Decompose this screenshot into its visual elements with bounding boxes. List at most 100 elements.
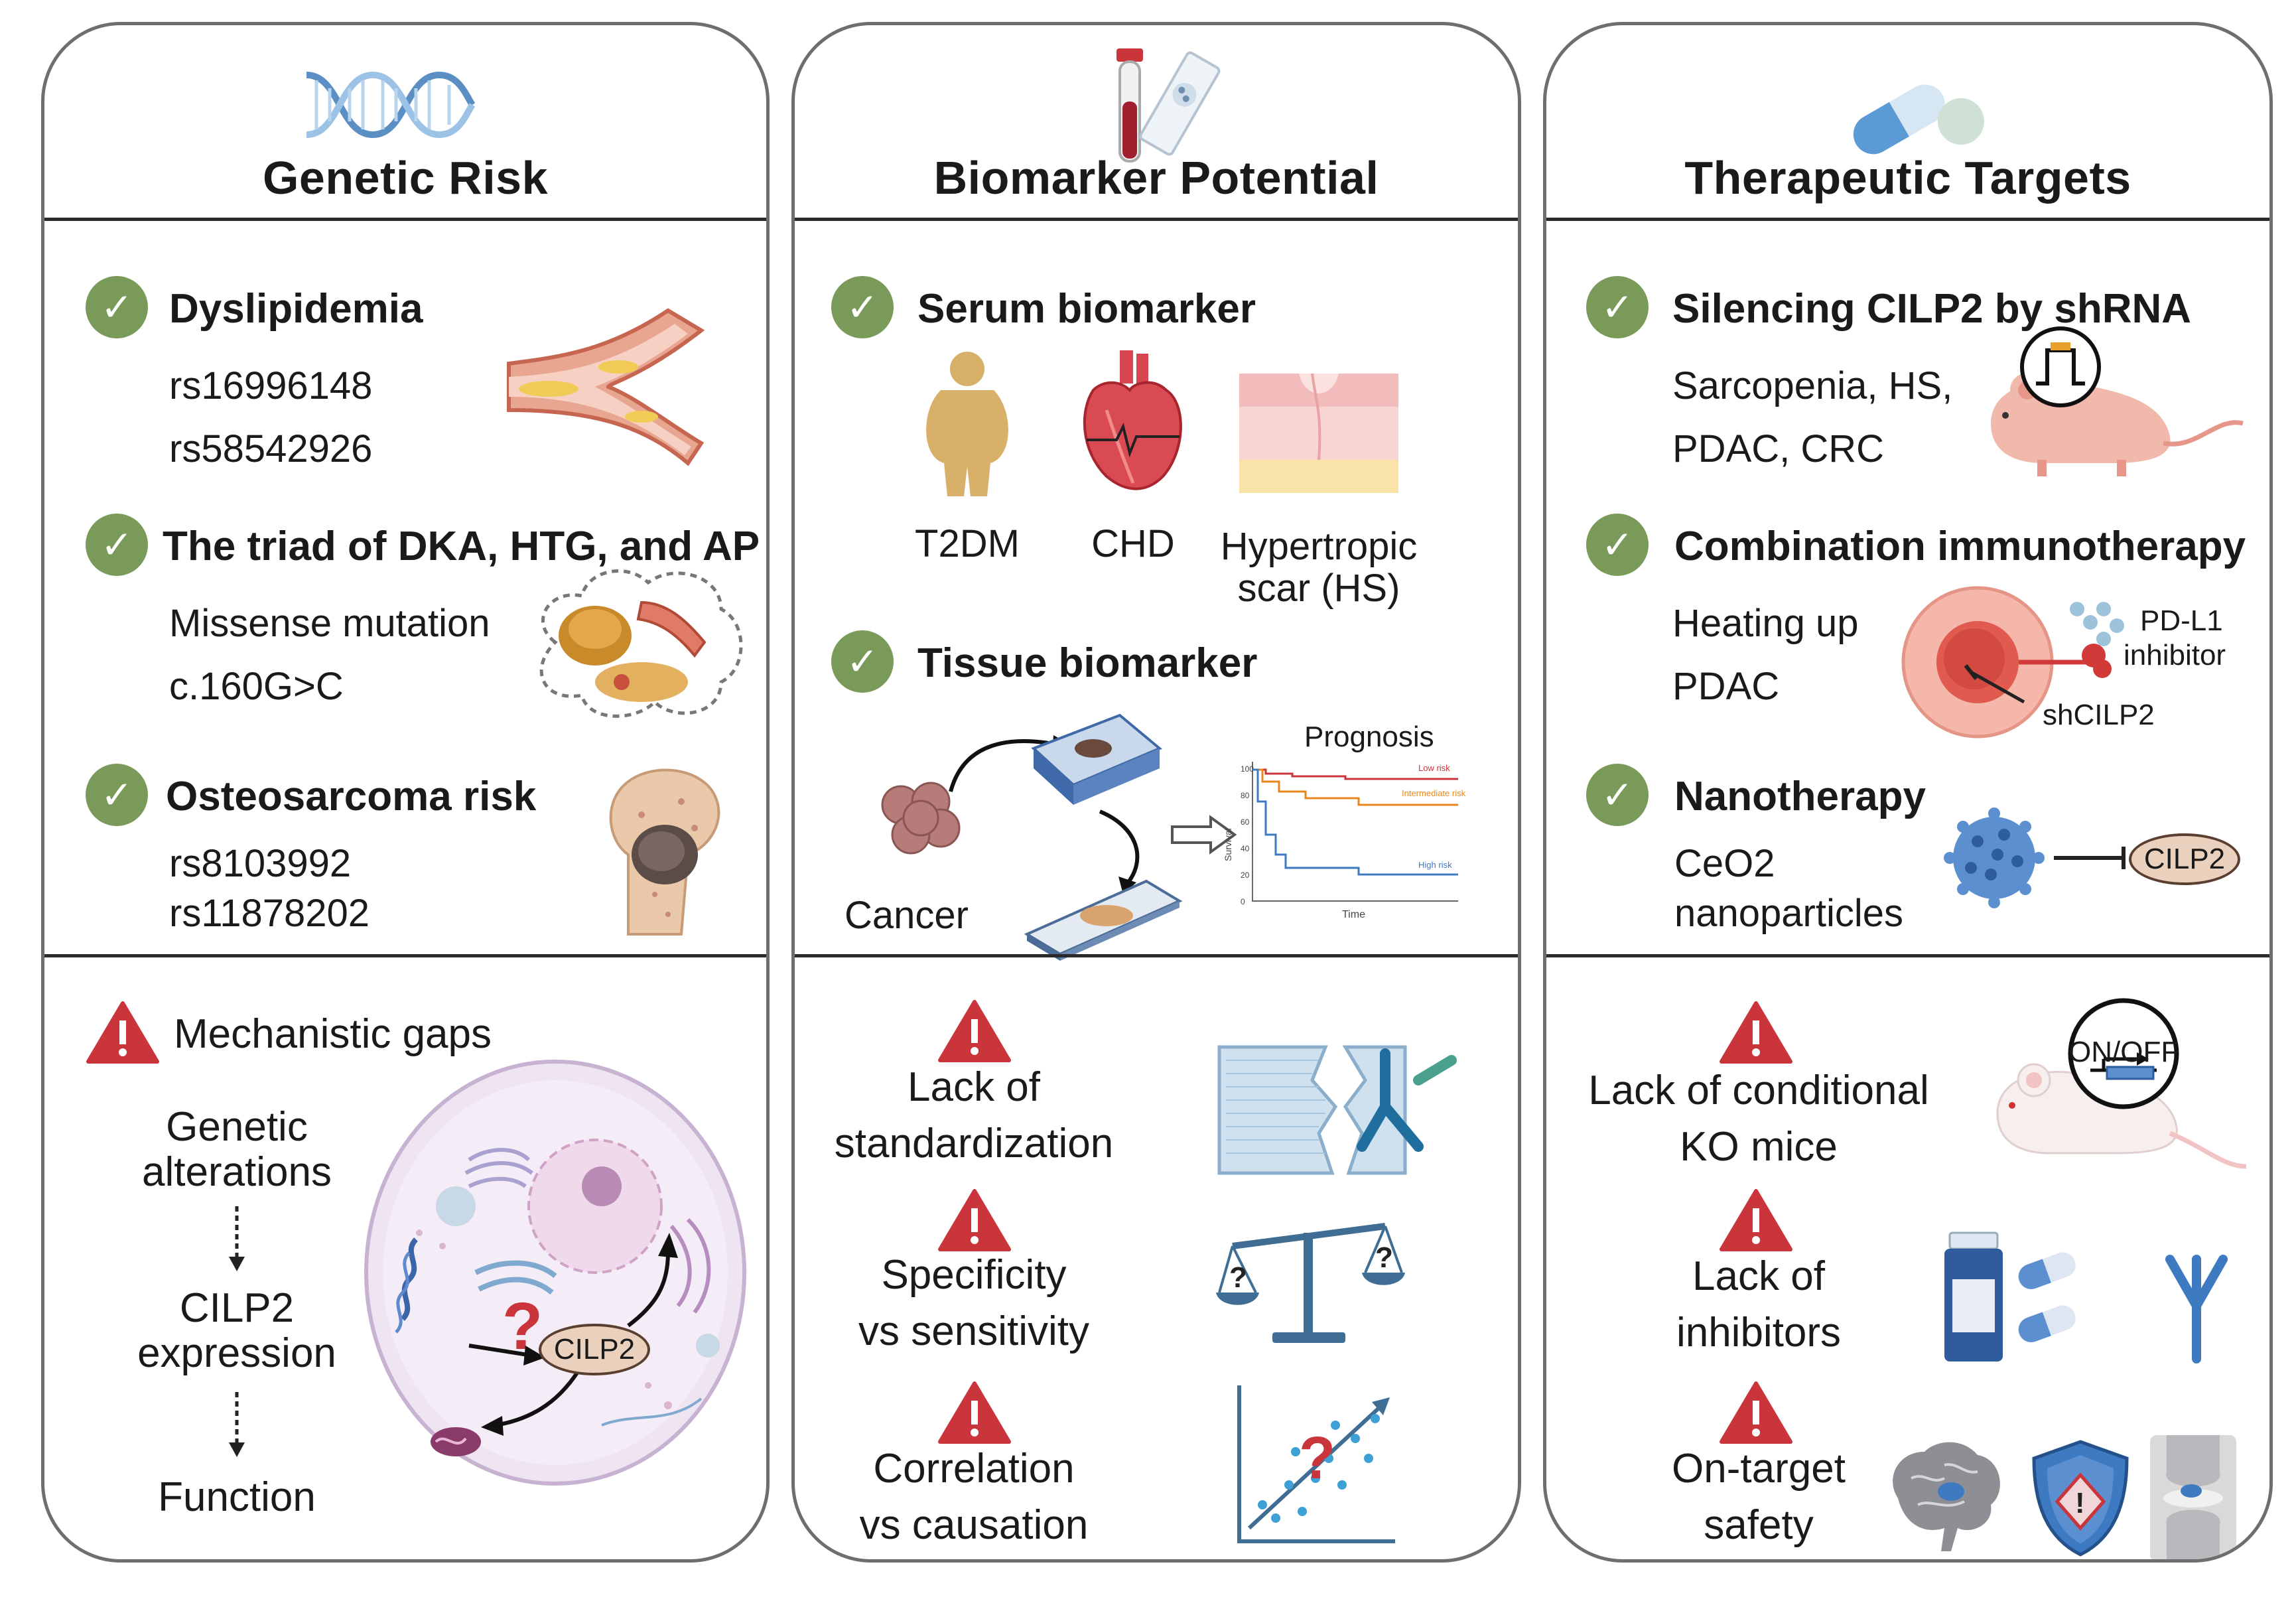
flow-step: expression: [137, 1330, 336, 1376]
snp-label: rs58542926: [169, 427, 373, 470]
x-axis-label: Time: [1342, 909, 1365, 920]
on-off-switch-icon: [2068, 998, 2179, 1109]
item-heading: Silencing CILP2 by shRNA: [1672, 286, 2192, 332]
cell-illustration: ?: [364, 1060, 746, 1486]
pdl1-label: PD-L1: [2140, 604, 2223, 637]
cilp2-node: CILP2: [2129, 833, 2240, 885]
blood-test-icon: [1116, 48, 1221, 163]
y-tick-label: 40: [1241, 844, 1250, 853]
gap-text: vs sensitivity: [858, 1308, 1089, 1354]
y-axis-label: Survival: [1223, 828, 1233, 861]
item-heading: Nanotherapy: [1674, 774, 1926, 819]
shrna-symbol-icon: [2020, 326, 2101, 407]
serum-label: Hypertropic: [1220, 525, 1418, 568]
panel-title: Genetic Risk: [262, 152, 549, 204]
serum-label: scar (HS): [1237, 567, 1400, 610]
snp-label: rs11878202: [169, 892, 370, 935]
check-icon: ✓: [1586, 764, 1649, 826]
balance-scale-icon: ? ?: [1216, 1223, 1405, 1343]
item-heading: The triad of DKA, HTG, and AP: [163, 524, 760, 569]
inhibitor-label: inhibitor: [2124, 639, 2226, 671]
cancer-label: Cancer: [844, 894, 969, 937]
shcilp2-label: shCILP2: [2043, 699, 2155, 731]
gap-title: Mechanistic gaps: [174, 1011, 492, 1057]
slide-icon: [1024, 879, 1183, 961]
gap-text: inhibitors: [1676, 1310, 1842, 1356]
divider: [44, 218, 766, 221]
low-risk-curve: [1252, 768, 1458, 780]
y-tick-label: 20: [1241, 871, 1250, 880]
warning-icon: [1720, 1381, 1792, 1444]
flow-step: Function: [158, 1474, 316, 1520]
gap-text: safety: [1704, 1502, 1814, 1548]
scatter-correlation-icon: ?: [1237, 1385, 1395, 1543]
y-tick-label: 0: [1241, 897, 1245, 906]
mutation-label: c.160G>C: [169, 665, 344, 708]
skin-scar-icon: [1239, 373, 1398, 493]
divider: [1546, 954, 2269, 957]
y-tick-label: 80: [1241, 791, 1250, 800]
snp-label: rs16996148: [169, 364, 373, 407]
svg-text:?: ?: [1299, 1425, 1335, 1492]
biomarker-panel: Biomarker Potential ✓ Serum biomarker T2…: [791, 22, 1521, 1563]
indication-text: PDAC: [1672, 665, 1780, 708]
indication-text: Sarcopenia, HS,: [1672, 364, 1953, 407]
check-icon: ✓: [1586, 276, 1649, 338]
gap-text: Specificity: [881, 1252, 1067, 1298]
bone-tumor-icon: [609, 768, 720, 936]
svg-text:?: ?: [1375, 1241, 1393, 1274]
genetic-risk-panel: Genetic Risk ✓ Dyslipidemia rs16996148 r…: [41, 22, 770, 1563]
dashed-arrow-icon: [229, 1206, 245, 1271]
check-icon: ✓: [86, 514, 148, 576]
divider: [795, 218, 1518, 221]
check-icon: ✓: [86, 276, 148, 338]
flow-step: alterations: [141, 1149, 332, 1195]
warning-icon: [1720, 1001, 1792, 1064]
tumor-icon: [881, 782, 961, 855]
panel-title: Therapeutic Targets: [1684, 152, 2131, 204]
item-heading: Tissue biomarker: [917, 640, 1258, 686]
warning-icon: [938, 1189, 1011, 1251]
indication-text: PDAC, CRC: [1672, 427, 1885, 470]
organs-cloud-icon: [539, 569, 743, 718]
item-heading: Serum biomarker: [917, 286, 1256, 332]
dna-icon: [306, 71, 476, 139]
therapeutic-panel: Therapeutic Targets ✓ Silencing CILP2 by…: [1543, 22, 2273, 1563]
obese-person-icon: [926, 352, 1008, 496]
flow-step: CILP2: [179, 1285, 295, 1331]
svg-text:!: !: [2075, 1487, 2085, 1519]
indication-text: nanoparticles: [1674, 892, 1903, 935]
divider: [44, 954, 766, 957]
hollow-arrow-icon: [1171, 815, 1237, 855]
gap-text: standardization: [834, 1121, 1114, 1166]
gap-text: Lack of: [908, 1064, 1040, 1110]
drug-bottle-antibody-icon: [1944, 1231, 2228, 1363]
switch-label: ON/OFF: [2068, 1036, 2179, 1068]
brain-icon: [1893, 1442, 2000, 1551]
risk-label: Intermediate risk: [1402, 788, 1466, 798]
gap-text: On-target: [1672, 1446, 1846, 1492]
divider: [1546, 218, 2269, 221]
risk-label: High risk: [1418, 860, 1452, 870]
check-icon: ✓: [86, 764, 148, 826]
risk-label: Low risk: [1418, 763, 1450, 773]
check-icon: ✓: [831, 630, 894, 693]
gap-text: Lack of conditional: [1588, 1068, 1929, 1113]
joint-icon: [2150, 1435, 2236, 1559]
check-icon: ✓: [831, 276, 894, 338]
prognosis-label: Prognosis: [1304, 721, 1434, 753]
gap-text: KO mice: [1680, 1124, 1838, 1170]
y-tick-label: 100: [1241, 764, 1254, 774]
serum-label: CHD: [1091, 522, 1175, 565]
warning-icon: [938, 1381, 1011, 1444]
intermediate-risk-curve: [1252, 768, 1458, 806]
plot-axes: [1252, 762, 1458, 902]
indication-text: CeO2: [1674, 842, 1775, 885]
indication-text: Heating up: [1672, 602, 1859, 645]
heart-icon: [1083, 350, 1182, 490]
item-heading: Combination immunotherapy: [1674, 524, 2246, 569]
dashed-arrow-icon: [229, 1392, 245, 1457]
warning-icon: [86, 1001, 159, 1064]
